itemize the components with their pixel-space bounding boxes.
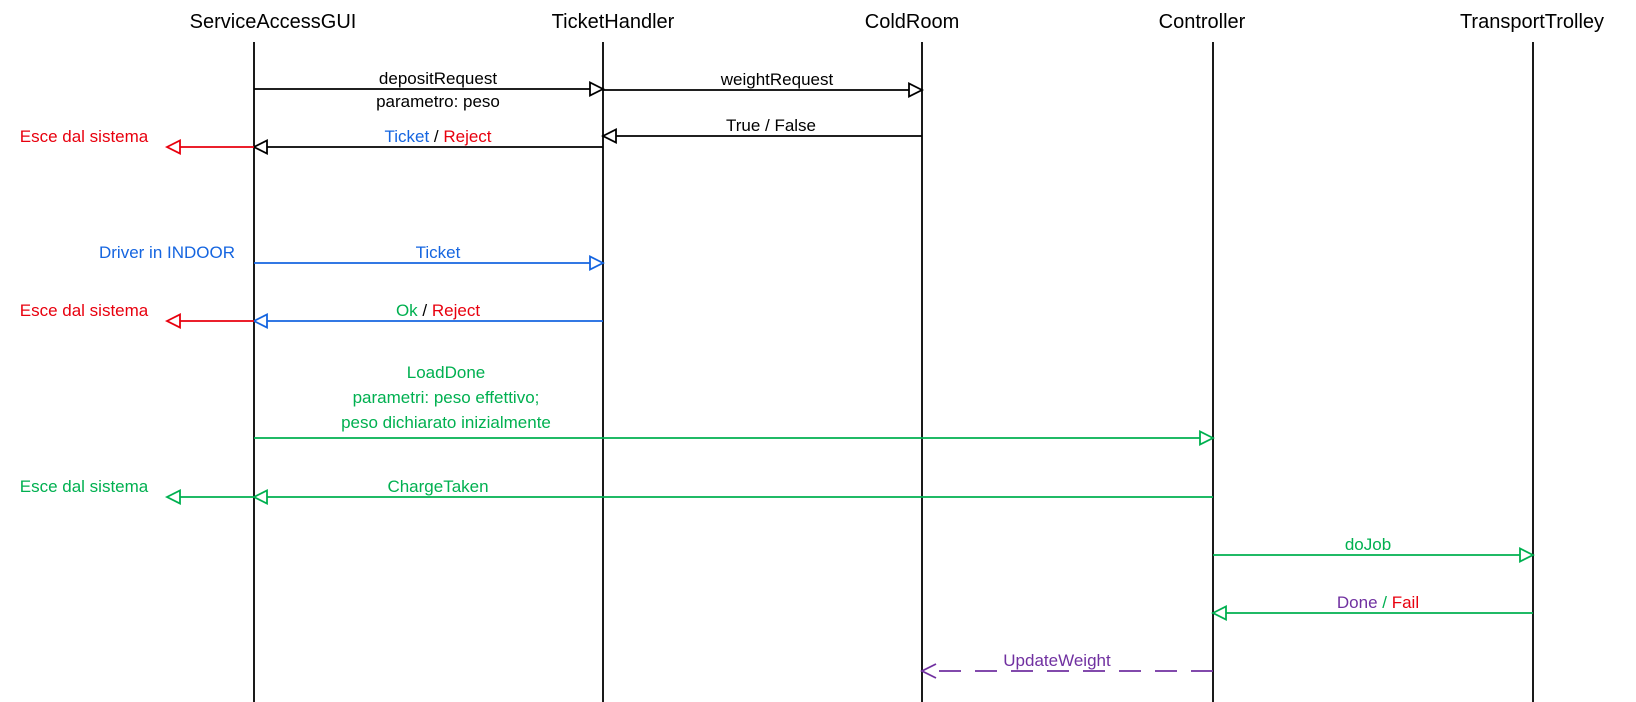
side-note-1: Driver in INDOOR [99,243,235,262]
message-3: Ticket / Reject [251,127,603,155]
arrowhead [908,82,925,98]
side-note-arrowhead [164,313,181,329]
label-part: weightRequest [720,70,834,89]
message-9: Done / Fail [1210,593,1533,621]
message-10: UpdateWeight [919,651,1213,679]
arrowhead [1199,430,1216,446]
label-part: Reject [432,301,480,320]
side-note-0: Esce dal sistema [20,127,254,155]
label-part: depositRequest [379,69,497,88]
arrowhead [1519,547,1536,563]
label-part: parametro: peso [376,92,500,111]
label-part: / [1378,593,1392,612]
message-label-line: LoadDone [407,363,485,382]
arrowhead [589,81,606,97]
participant-tt: TransportTrolley [1460,11,1604,33]
arrowhead [919,663,937,679]
message-label-above: Ticket [416,243,461,262]
label-part: / [429,127,443,146]
message-5: Ok / Reject [251,301,603,329]
arrowhead [251,489,268,505]
message-0: depositRequest parametro: peso [254,69,606,111]
message-label-above: weightRequest [720,70,834,89]
arrowhead [251,139,268,155]
side-note-text: Driver in INDOOR [99,243,235,262]
arrowhead [589,255,606,271]
message-label-above: doJob [1345,535,1391,554]
message-8: doJob [1213,535,1536,563]
message-4: Ticket [254,243,606,271]
label-part: Reject [443,127,491,146]
label-part: Ticket [384,127,429,146]
message-label-above: UpdateWeight [1003,651,1111,670]
side-note-arrowhead [164,489,181,505]
message-label-above: True / False [726,116,816,135]
label-part: Done [1337,593,1378,612]
message-label-above: ChargeTaken [387,477,488,496]
side-note-2: Esce dal sistema [20,301,254,329]
message-label-line: peso dichiarato inizialmente [341,413,551,432]
label-part: Fail [1392,593,1419,612]
side-note-text: Esce dal sistema [20,127,149,146]
message-label-above: Ok / Reject [396,301,480,320]
participant-cr: ColdRoom [865,11,959,33]
label-part: doJob [1345,535,1391,554]
label-part: ChargeTaken [387,477,488,496]
message-label-above: Done / Fail [1337,593,1419,612]
side-note-3: Esce dal sistema [20,477,254,505]
message-label-above: depositRequest [379,69,497,88]
label-part: True / False [726,116,816,135]
message-2: True / False [600,116,922,144]
message-1: weightRequest [603,70,925,98]
label-part: Ticket [416,243,461,262]
participant-th: TicketHandler [552,11,675,33]
arrowhead [1210,605,1227,621]
arrowhead [251,313,268,329]
message-label-below: parametro: peso [376,92,500,111]
message-7: ChargeTaken [251,477,1213,505]
side-note-text: Esce dal sistema [20,477,149,496]
message-label-above: Ticket / Reject [384,127,491,146]
participant-gui: ServiceAccessGUI [190,11,357,33]
participant-ctrl: Controller [1159,11,1246,33]
side-note-text: Esce dal sistema [20,301,149,320]
arrowhead [600,128,617,144]
label-part: UpdateWeight [1003,651,1111,670]
side-note-arrowhead [164,139,181,155]
message-6: LoadDone parametri: peso effettivo; peso d… [254,363,1216,446]
label-part: / [418,301,432,320]
message-label-line: parametri: peso effettivo; [353,388,540,407]
label-part: Ok [396,301,418,320]
